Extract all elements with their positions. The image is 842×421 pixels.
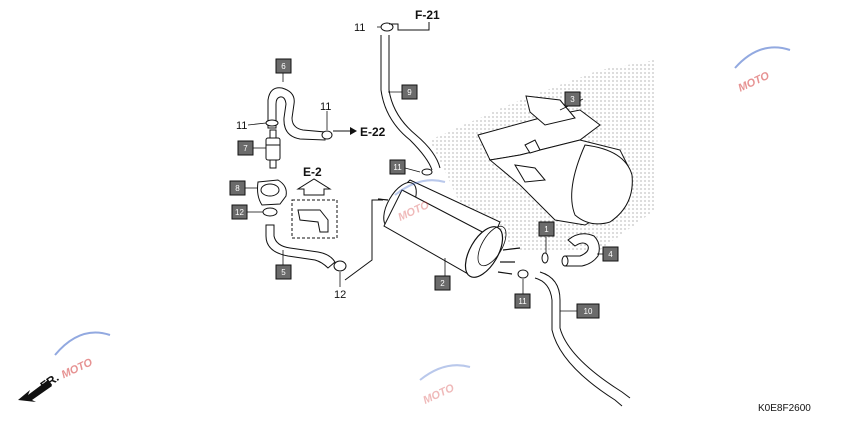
clip-11-bottom [517,269,529,279]
part-box-6: 6 [275,58,292,74]
e2-detail-box [291,199,338,239]
svg-text:MOTO: MOTO [60,356,95,381]
watermark-bottom-center: MOTO [419,364,471,407]
part-box-8: 8 [229,180,246,196]
clip-12 [262,207,278,217]
part-4-hose [561,233,600,267]
svg-text:4: 4 [608,250,613,259]
svg-text:8: 8 [235,184,240,193]
svg-text:9: 9 [407,88,412,97]
svg-text:1: 1 [544,225,549,234]
svg-text:10: 10 [584,307,593,316]
label-11-right: 11 [320,101,331,113]
label-11-top: 11 [354,22,365,34]
watermark-bottom-left: MOTO [54,331,111,381]
svg-text:5: 5 [281,268,286,277]
part-box-10: 10 [576,303,600,319]
ref-f21: F-21 [415,8,440,22]
svg-text:MOTO: MOTO [736,70,771,95]
svg-text:11: 11 [518,297,527,306]
clip-12-bottom [333,260,347,272]
label-11-left: 11 [236,120,247,132]
svg-text:3: 3 [570,95,575,104]
ref-e22: E-22 [360,125,386,139]
part-7-valve [265,129,281,169]
label-12-bottom: 12 [334,289,346,301]
part-5-hose [265,224,336,269]
clip-11-right [321,130,333,140]
f21-leader [389,22,430,31]
part-3-air-duct [477,95,633,226]
part-box-9: 9 [401,84,418,100]
part-6-hose [267,87,326,141]
part-box-12: 12 [231,204,248,220]
svg-text:MOTO: MOTO [421,382,456,407]
svg-text:6: 6 [281,62,286,71]
svg-text:2: 2 [440,279,445,288]
diagram-code: K0E8F2600 [758,403,811,414]
watermark-top-right: MOTO [734,46,791,95]
e2-arrow [296,178,332,196]
part-box-11a: 11 [389,159,406,175]
part-box-1: 1 [538,221,555,237]
fr-arrow [18,380,52,402]
clip-11-left [265,119,279,127]
part-box-7: 7 [237,140,254,156]
part-box-5: 5 [275,264,292,280]
part-box-11b: 11 [514,293,531,309]
part-box-3: 3 [564,91,581,107]
svg-text:11: 11 [393,163,402,172]
part-box-2: 2 [434,275,451,291]
bracket [297,209,329,233]
e22-arrowhead [350,127,357,135]
svg-text:7: 7 [243,144,248,153]
clip-11-canister [421,168,433,176]
clip-1 [541,252,549,264]
connector-line [344,199,383,281]
svg-text:12: 12 [235,208,244,217]
part-9-hose [380,35,441,171]
part-8-mount [257,179,287,206]
ref-e2: E-2 [303,165,322,179]
part-10-hose [534,271,631,407]
part-box-4: 4 [602,246,619,262]
part-2-canister [377,179,521,278]
